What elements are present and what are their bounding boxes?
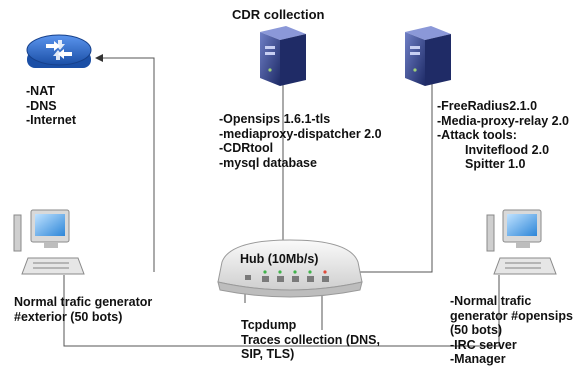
right-pc-line: generator #opensips: [450, 308, 573, 323]
capture-line: Traces collection (DNS,: [241, 332, 380, 347]
cdr-line: -mediaproxy-dispatcher 2.0: [219, 126, 382, 141]
router-icon: [26, 34, 92, 68]
router-line: -Internet: [26, 113, 76, 127]
right-pc-line: -IRC server: [450, 337, 517, 352]
hub-to-attack-link: [354, 80, 433, 273]
right-pc-line: -Manager: [450, 352, 506, 366]
router-label: -NAT -DNS -Internet: [26, 84, 76, 128]
attack-server-label: -FreeRadius2.1.0 -Media-proxy-relay 2.0 …: [437, 99, 569, 172]
pc-to-pc-link: [63, 275, 500, 347]
cdr-line: -CDRtool: [219, 141, 274, 155]
right-pc-line: (50 bots): [450, 323, 503, 337]
attack-line: -FreeRadius2.1.0: [437, 99, 538, 113]
capture-label: Tcpdump Traces collection (DNS, SIP, TLS…: [241, 318, 380, 362]
hub-label: Hub (10Mb/s): [240, 252, 319, 266]
cdr-server-label: -Opensips 1.6.1-tls -mediaproxy-dispatch…: [219, 112, 382, 170]
computer-icon: [13, 209, 85, 275]
hub-icon: [217, 239, 363, 298]
router-line: -NAT: [26, 84, 55, 98]
right-pc-label: -Normal trafic generator #opensips (50 b…: [450, 294, 573, 367]
left-pc-label: Normal trafic generator #exterior (50 bo…: [14, 295, 152, 324]
cdr-line: -mysql database: [219, 155, 317, 170]
server-icon: [260, 26, 306, 86]
right-pc-line: -Normal trafic: [450, 294, 532, 308]
attack-tool: Spitter 1.0: [465, 157, 526, 171]
left-pc-line: Normal trafic generator: [14, 295, 153, 309]
attack-tool: Inviteflood 2.0: [465, 142, 550, 157]
attack-line: -Media-proxy-relay 2.0: [437, 113, 569, 128]
capture-line: Tcpdump: [241, 318, 297, 332]
computer-icon: [486, 209, 557, 275]
hub-to-router-link: [95, 54, 155, 272]
left-pc-line: #exterior (50 bots): [14, 309, 123, 324]
cdr-line: -Opensips 1.6.1-tls: [219, 112, 331, 126]
cdr-collection-title: CDR collection: [232, 7, 325, 22]
capture-line: SIP, TLS): [241, 347, 295, 361]
router-line: -DNS: [26, 98, 57, 113]
attack-line: -Attack tools:: [437, 128, 517, 142]
server-icon: [405, 26, 451, 86]
